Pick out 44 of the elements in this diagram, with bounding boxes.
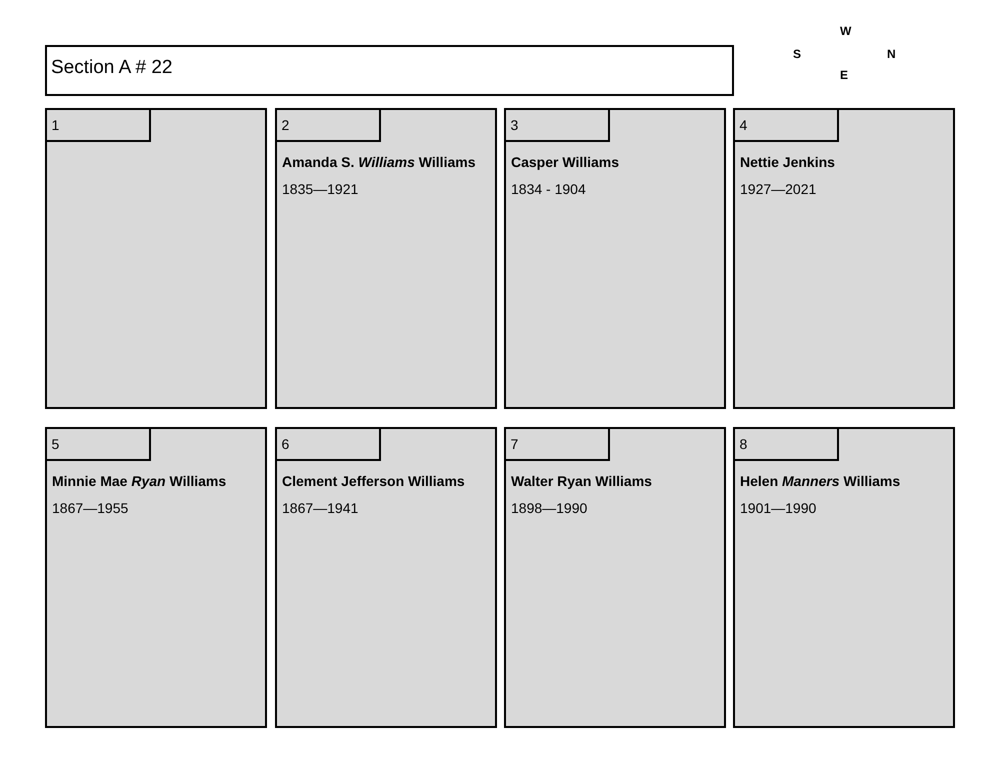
person-name: Helen Manners Williams bbox=[740, 472, 902, 491]
plot-number: 3 bbox=[510, 116, 518, 132]
grave-plot bbox=[733, 427, 955, 728]
grave-plot bbox=[275, 427, 497, 728]
person-name: Walter Ryan Williams bbox=[511, 472, 653, 491]
plot-number-tab bbox=[504, 426, 610, 460]
plot-number: 4 bbox=[740, 116, 748, 132]
life-dates: 1867—1955 bbox=[52, 500, 128, 516]
compass-letter: E bbox=[840, 68, 848, 82]
plot-number: 1 bbox=[52, 116, 60, 132]
person-name: Amanda S. Williams Williams bbox=[282, 153, 476, 172]
compass-letter: W bbox=[840, 24, 852, 38]
section-heading: Section A # 22 bbox=[51, 57, 172, 79]
person-name: Clement Jefferson Williams bbox=[282, 472, 466, 491]
person-name: Nettie Jenkins bbox=[740, 153, 836, 172]
life-dates: 1898—1990 bbox=[511, 500, 588, 516]
plot-number: 6 bbox=[282, 436, 290, 452]
plot-number-tab bbox=[732, 108, 838, 142]
person-name: Casper Williams bbox=[511, 153, 620, 172]
plot-number: 8 bbox=[740, 436, 748, 452]
plot-number-tab bbox=[504, 108, 610, 142]
grave-plot bbox=[733, 108, 955, 409]
life-dates: 1867—1941 bbox=[282, 500, 358, 516]
compass-letter: N bbox=[887, 47, 896, 61]
person-name: Minnie Mae Ryan Williams bbox=[52, 472, 228, 491]
plot-number: 5 bbox=[52, 436, 60, 452]
plot-number-tab bbox=[274, 108, 380, 142]
empty-plot bbox=[45, 108, 267, 409]
plot-number-tab bbox=[44, 426, 150, 460]
life-dates: 1834 - 1904 bbox=[511, 181, 586, 197]
life-dates: 1901—1990 bbox=[740, 500, 816, 516]
grave-plot bbox=[504, 427, 726, 728]
plot-number: 2 bbox=[282, 116, 290, 132]
section-heading-box bbox=[45, 45, 734, 96]
life-dates: 1835—1921 bbox=[282, 181, 358, 197]
grave-plot bbox=[275, 108, 497, 409]
life-dates: 1927—2021 bbox=[740, 181, 816, 197]
compass-letter: S bbox=[793, 47, 802, 61]
plot-number-tab bbox=[732, 426, 838, 460]
plot-number: 7 bbox=[510, 436, 518, 452]
grave-plot bbox=[45, 427, 267, 728]
plot-number-tab bbox=[44, 108, 150, 142]
grave-plot bbox=[504, 108, 726, 409]
plot-number-tab bbox=[274, 426, 380, 460]
